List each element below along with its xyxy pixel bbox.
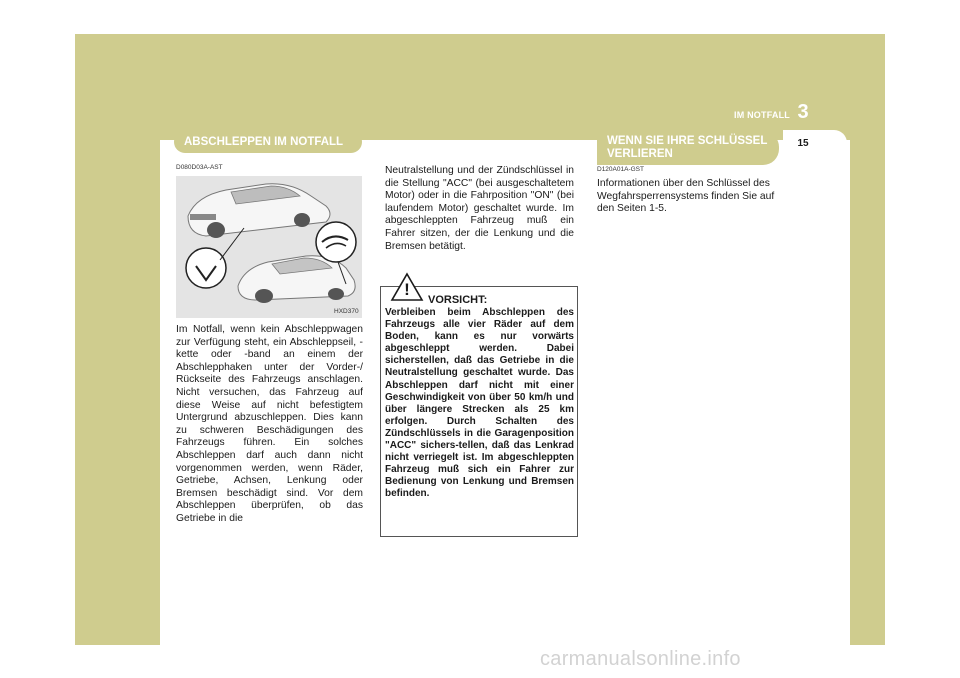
section-code-left: D080D03A-AST: [176, 164, 223, 171]
towing-hook-figure: [176, 176, 362, 318]
warning-text: Verbleiben beim Abschleppen des Fahrzeug…: [385, 307, 574, 500]
page-number-tab: [783, 130, 847, 156]
chapter-label: IM NOTFALL: [734, 110, 790, 120]
warning-exclamation: !: [404, 280, 410, 299]
figure-code: HXD370: [334, 308, 359, 315]
section-title-towing: ABSCHLEPPEN IM NOTFALL: [174, 131, 362, 153]
section-title-lost-keys: WENN SIE IHRE SCHLÜSSEL VERLIEREN: [597, 131, 779, 165]
warning-title: VORSICHT:: [428, 294, 488, 306]
lost-keys-body-text: Informationen über den Schlüssel des Weg…: [597, 178, 775, 215]
warning-box: [380, 286, 578, 537]
chapter-number: 3: [797, 101, 809, 123]
car-illustration: [185, 183, 357, 303]
page-number: 15: [797, 138, 809, 149]
section-code-right: D120A01A-GST: [597, 166, 644, 173]
watermark: carmanualsonline.info: [540, 648, 741, 670]
towing-body-text: Im Notfall, wenn kein Abschleppwagen zur…: [176, 324, 363, 524]
towing-continued-text: Neutralstellung und der Zündschlüssel in…: [385, 165, 574, 252]
warning-triangle-icon: [390, 272, 424, 301]
